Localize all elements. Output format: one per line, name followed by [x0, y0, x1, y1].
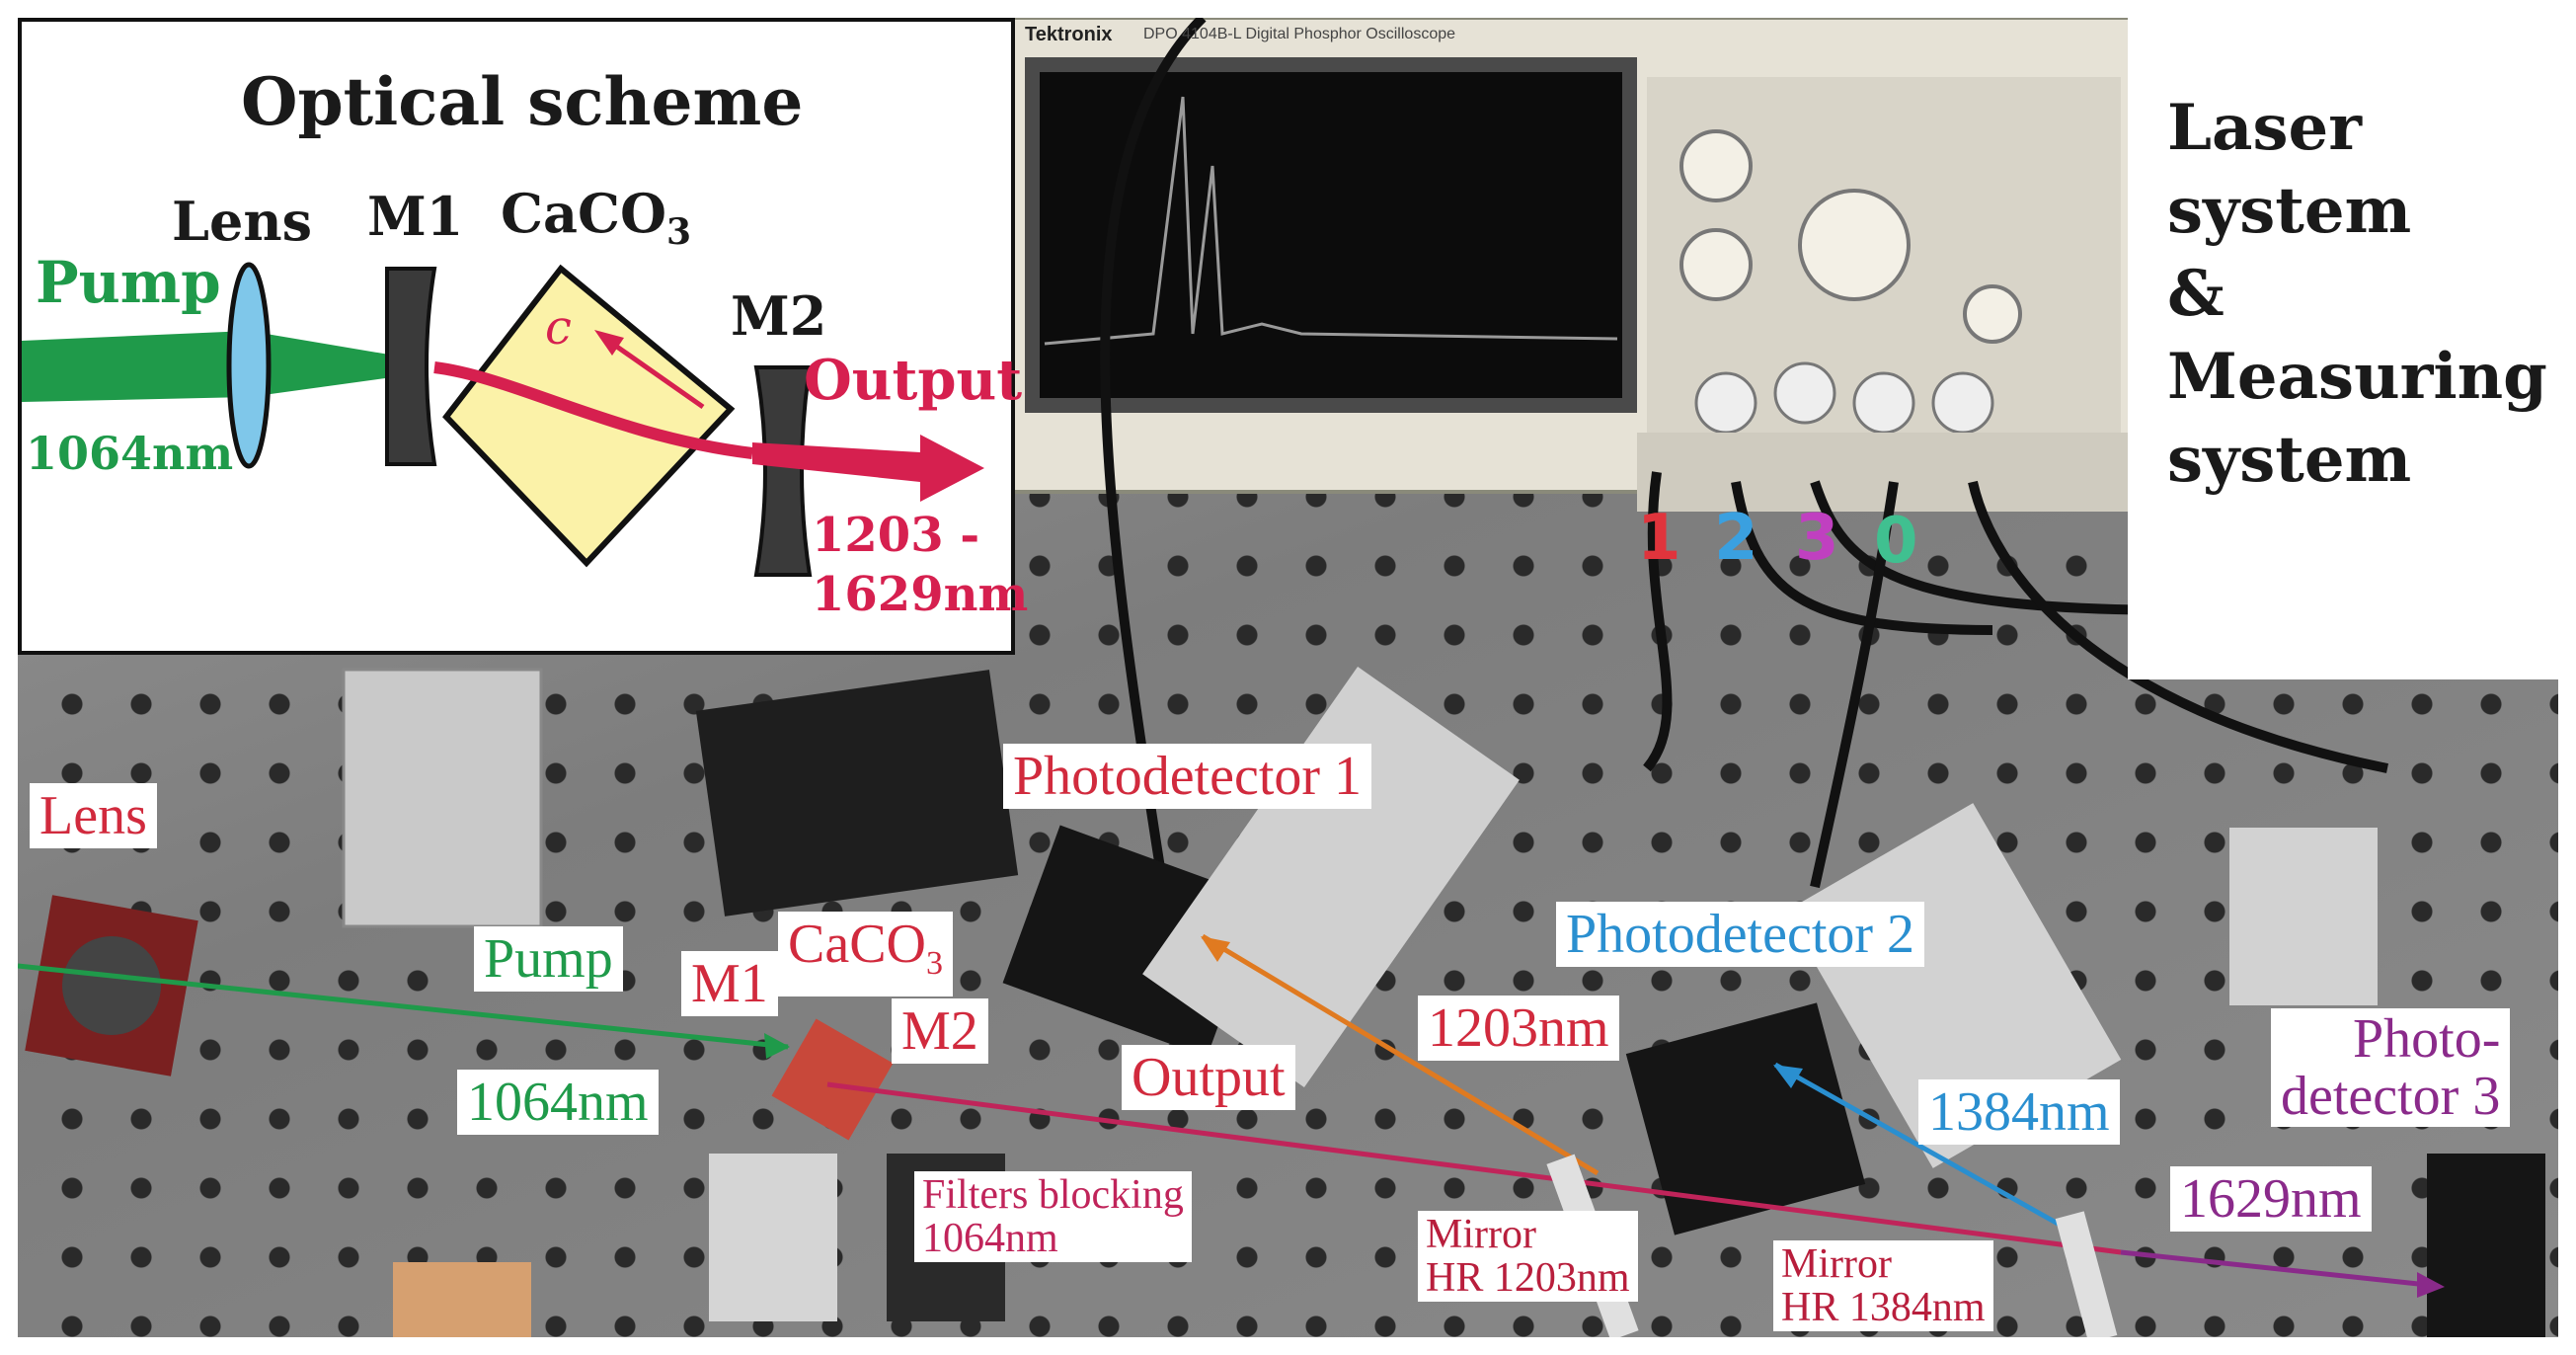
photo-label-mirror-1203-line2: HR 1203nm	[1426, 1255, 1630, 1301]
system-title-line-4: Measuring	[2167, 340, 2547, 414]
scheme-m2-label: M2	[731, 284, 827, 348]
scheme-output-beam	[752, 435, 984, 502]
photo-label-1064nm: 1064nm	[457, 1070, 659, 1135]
mirror-hr-1384-photo	[2055, 1211, 2118, 1337]
photo-label-m2: M2	[892, 998, 988, 1064]
photodetector-3-body	[2427, 1154, 2545, 1337]
photodetector-2-body	[1625, 1002, 1866, 1235]
crystal-photo	[771, 1018, 894, 1141]
photo-label-mirror-1384: Mirror HR 1384nm	[1773, 1240, 1993, 1331]
oscilloscope-screen	[1040, 72, 1622, 398]
scheme-internal-beam	[433, 361, 753, 459]
photo-label-photodetector-3: Photo- detector 3	[2271, 1008, 2511, 1127]
photo-label-photodetector-3-line2: detector 3	[2281, 1066, 2501, 1127]
scheme-output-range-line2: 1629nm	[812, 567, 1029, 622]
photo-label-mirror-1384-line2: HR 1384nm	[1781, 1285, 1986, 1330]
oscilloscope-trace	[1044, 96, 1618, 346]
photo-label-filters-line2: 1064nm	[922, 1216, 1058, 1261]
scheme-mirror-m2	[753, 365, 813, 577]
photo-label-photodetector-1: Photodetector 1	[1003, 744, 1372, 809]
scheme-c-axis-label: c	[545, 300, 572, 356]
oscilloscope-brand: Tektronix	[1025, 24, 1113, 45]
scheme-pump-wavelength: 1064nm	[26, 427, 234, 480]
scheme-output-label: Output	[804, 348, 1023, 413]
oscilloscope-model: DPO 4104B-L Digital Phosphor Oscilloscop…	[1143, 26, 1456, 42]
photo-label-m1: M1	[681, 951, 778, 1016]
scheme-crystal-label-text: CaCO	[501, 182, 666, 245]
scheme-output-range: 1203 - 1629nm	[812, 506, 1028, 624]
black-mount	[695, 670, 1019, 917]
photo-label-mirror-1203: Mirror HR 1203nm	[1418, 1211, 1638, 1302]
scheme-pump-label: Pump	[36, 249, 221, 316]
photo-label-1203nm: 1203nm	[1418, 996, 1619, 1061]
output-beam-photo	[826, 1081, 2122, 1255]
channel-1-label: 1	[1637, 502, 1681, 575]
photo-label-1629nm: 1629nm	[2170, 1166, 2372, 1232]
photo-label-caco3: CaCO3	[778, 912, 953, 997]
beam-1203-photo	[1201, 933, 1600, 1176]
system-title-line-2: system	[2167, 174, 2412, 248]
photo-label-filters: Filters blocking 1064nm	[914, 1171, 1192, 1262]
scheme-lens-label: Lens	[172, 190, 312, 253]
channel-2-label: 2	[1714, 502, 1758, 575]
photo-label-lens: Lens	[30, 783, 157, 848]
beam-1384-photo	[1773, 1062, 2093, 1245]
scheme-lens	[226, 262, 272, 469]
pump-beam-photo	[18, 963, 789, 1050]
scheme-m1-label: M1	[367, 185, 464, 248]
photo-label-filters-line1: Filters blocking	[922, 1172, 1184, 1218]
scheme-mirror-m1	[385, 267, 437, 466]
photo-label-photodetector-2: Photodetector 2	[1556, 902, 1925, 967]
scheme-output-range-line1: 1203 -	[812, 508, 980, 563]
lab-photo-drawing	[18, 18, 2545, 1337]
photo-label-output: Output	[1122, 1045, 1295, 1110]
photo-label-caco3-sub: 3	[926, 945, 943, 983]
scheme-pump-beam	[22, 331, 407, 402]
photo-label-mirror-1203-line1: Mirror	[1426, 1212, 1536, 1257]
scheme-crystal-label-sub: 3	[666, 210, 692, 253]
system-title-panel: Laser system & Measuring system	[2128, 18, 2558, 679]
scheme-crystal-label: CaCO3	[501, 182, 691, 253]
photo-label-mirror-1384-line1: Mirror	[1781, 1241, 1892, 1287]
beam-1629-photo	[2120, 1249, 2438, 1289]
photo-label-caco3-text: CaCO	[788, 914, 926, 975]
system-title-line-1: Laser	[2167, 91, 2362, 165]
optical-scheme-panel: Optical scheme Lens M1 CaCO3 M2 Pump 106…	[18, 18, 1028, 655]
optical-scheme-diagram	[22, 262, 984, 577]
scheme-c-axis	[602, 335, 705, 410]
system-title: Laser system & Measuring system	[2167, 87, 2562, 502]
scheme-title: Optical scheme	[241, 63, 804, 140]
channel-3-label: 3	[1795, 502, 1839, 575]
channel-0-label: 0	[1874, 505, 1918, 578]
photo-label-1384nm: 1384nm	[1918, 1079, 2120, 1145]
photo-label-photodetector-3-line1: Photo-	[2352, 1008, 2501, 1070]
system-title-line-5: system	[2167, 423, 2412, 497]
system-title-line-3: &	[2167, 257, 2225, 331]
photo-label-pump: Pump	[474, 926, 623, 992]
